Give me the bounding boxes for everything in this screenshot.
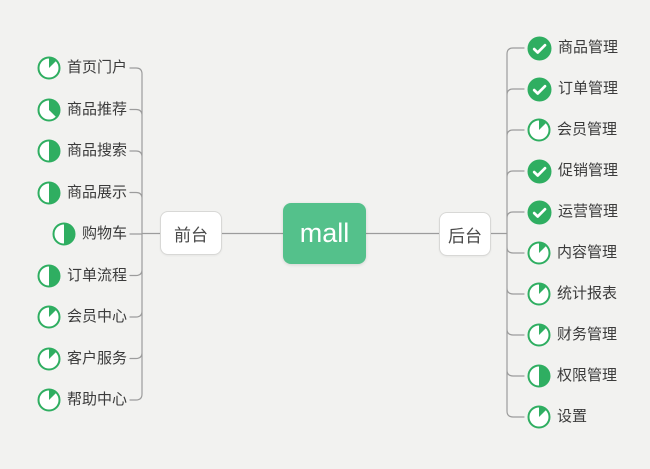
topic-item[interactable]: 客户服务: [37, 346, 127, 372]
root-node-mall[interactable]: mall: [283, 203, 366, 264]
topic-label: 商品推荐: [66, 100, 127, 118]
pie-progress-icon: [37, 264, 61, 288]
topic-label: 内容管理: [557, 244, 618, 261]
topic-label: 会员管理: [557, 121, 618, 138]
topic-label: 权限管理: [557, 367, 618, 384]
root-node-label: mall: [299, 218, 350, 248]
topic-item[interactable]: 商品展示: [37, 180, 127, 206]
topic-item[interactable]: 运营管理: [527, 199, 618, 225]
pie-progress-icon: [37, 98, 61, 122]
branch-node-label: 前台: [174, 225, 208, 245]
branch-node-backend[interactable]: 后台: [439, 212, 491, 256]
topic-label: 商品搜索: [66, 142, 127, 159]
pie-progress-icon: [527, 282, 551, 306]
pie-progress-icon: [527, 405, 551, 429]
pie-progress-icon: [37, 305, 61, 329]
pie-progress-icon: [37, 139, 61, 163]
topic-label: 财务管理: [557, 326, 618, 343]
topic-label: 统计报表: [557, 285, 618, 302]
branch-node-frontend[interactable]: 前台: [160, 211, 222, 255]
topic-label: 促销管理: [558, 162, 619, 179]
pie-progress-icon: [37, 388, 61, 412]
topic-item[interactable]: 促销管理: [527, 158, 618, 184]
topic-label: 商品展示: [66, 183, 127, 201]
topic-label: 购物车: [81, 225, 127, 242]
topic-item[interactable]: 首页门户: [37, 55, 127, 81]
topic-item[interactable]: 会员管理: [527, 117, 617, 143]
pie-progress-icon: [37, 347, 61, 371]
topic-item[interactable]: 权限管理: [527, 363, 617, 389]
pie-progress-icon: [527, 364, 551, 388]
topic-item[interactable]: 商品管理: [527, 35, 618, 61]
pie-progress-icon: [37, 181, 61, 205]
topic-item[interactable]: 帮助中心: [37, 387, 127, 413]
topic-label: 会员中心: [66, 308, 127, 325]
topic-item[interactable]: 商品搜索: [37, 138, 127, 164]
pie-progress-icon: [527, 323, 551, 347]
pie-progress-icon: [527, 241, 551, 265]
topic-label: 客户服务: [66, 349, 127, 367]
topic-item[interactable]: 订单管理: [527, 76, 618, 102]
topic-item[interactable]: 购物车: [52, 221, 127, 247]
topic-item[interactable]: 设置: [527, 404, 587, 430]
topic-item[interactable]: 商品推荐: [37, 97, 127, 123]
topic-item[interactable]: 会员中心: [37, 304, 127, 330]
branch-node-label: 后台: [448, 226, 482, 246]
topic-label: 商品管理: [558, 39, 619, 56]
topic-label: 首页门户: [66, 59, 127, 76]
topic-item[interactable]: 统计报表: [527, 281, 617, 307]
check-circle-icon: [527, 77, 552, 102]
check-circle-icon: [527, 159, 552, 184]
topic-label: 运营管理: [558, 203, 619, 220]
check-circle-icon: [527, 36, 552, 61]
topic-item[interactable]: 财务管理: [527, 322, 617, 348]
topic-label: 设置: [557, 408, 588, 425]
pie-progress-icon: [527, 118, 551, 142]
topic-label: 帮助中心: [66, 391, 127, 408]
topic-label: 订单管理: [558, 80, 619, 97]
topic-label: 订单流程: [66, 266, 127, 284]
pie-progress-icon: [37, 56, 61, 80]
topic-item[interactable]: 订单流程: [37, 263, 127, 289]
check-circle-icon: [527, 200, 552, 225]
pie-progress-icon: [52, 222, 76, 246]
topic-item[interactable]: 内容管理: [527, 240, 617, 266]
